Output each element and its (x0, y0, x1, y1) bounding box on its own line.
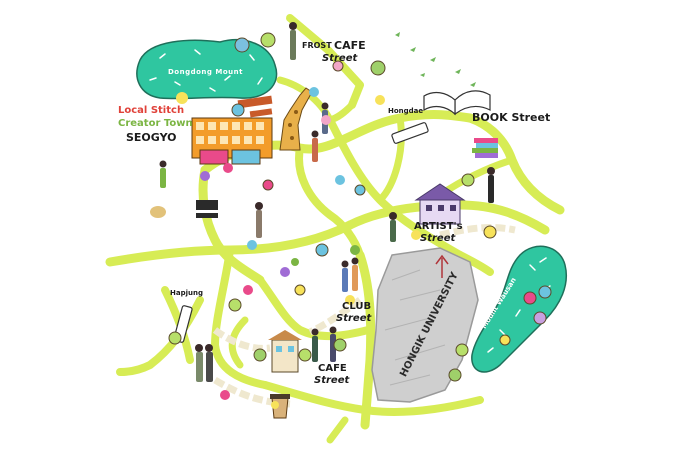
book-icon (423, 90, 491, 116)
campus-texture (384, 269, 446, 386)
local-stitch-building[interactable] (191, 95, 273, 165)
east-park[interactable] (471, 245, 567, 373)
cafe-building[interactable] (268, 330, 302, 373)
frost-cafe-line1[interactable]: FROST (302, 41, 332, 50)
local-stitch-line3[interactable]: SEOGYO (126, 131, 177, 144)
local-stitch-line2[interactable]: Creator Town (118, 118, 193, 129)
arrow-up-icon (435, 254, 449, 278)
artists-street-line1[interactable]: ARTIST's (414, 221, 463, 232)
hongik-campus-area[interactable] (371, 247, 479, 403)
club-street-line1[interactable]: CLUB (342, 301, 372, 312)
cafe-street-line1[interactable]: CAFE (318, 363, 347, 374)
house-icon[interactable] (414, 183, 466, 225)
club-street-line2[interactable]: Street (336, 313, 372, 324)
tree-icon (168, 32, 552, 382)
bird-icon (395, 32, 476, 87)
frost-cafe-line3[interactable]: Street (322, 53, 358, 64)
north-park[interactable] (136, 39, 278, 100)
north-park-label: Dongdong Mount (168, 68, 243, 76)
piano-icon (196, 200, 218, 218)
local-stitch-line1[interactable]: Local Stitch (118, 105, 185, 116)
dog-icon (150, 206, 166, 218)
decorative-blobs (176, 87, 421, 409)
hongdae-station-label: Hongdae (388, 107, 424, 115)
people (159, 22, 495, 382)
frost-cafe-line2[interactable]: CAFE (334, 39, 366, 52)
book-street-label[interactable]: BOOK Street (472, 111, 551, 124)
hapjung-station-label: Hapjung (170, 289, 203, 297)
book-stack (472, 138, 498, 158)
artists-street-line2[interactable]: Street (420, 233, 456, 244)
giraffe-icon (279, 87, 313, 151)
cafe-street-line2[interactable]: Street (314, 375, 350, 386)
